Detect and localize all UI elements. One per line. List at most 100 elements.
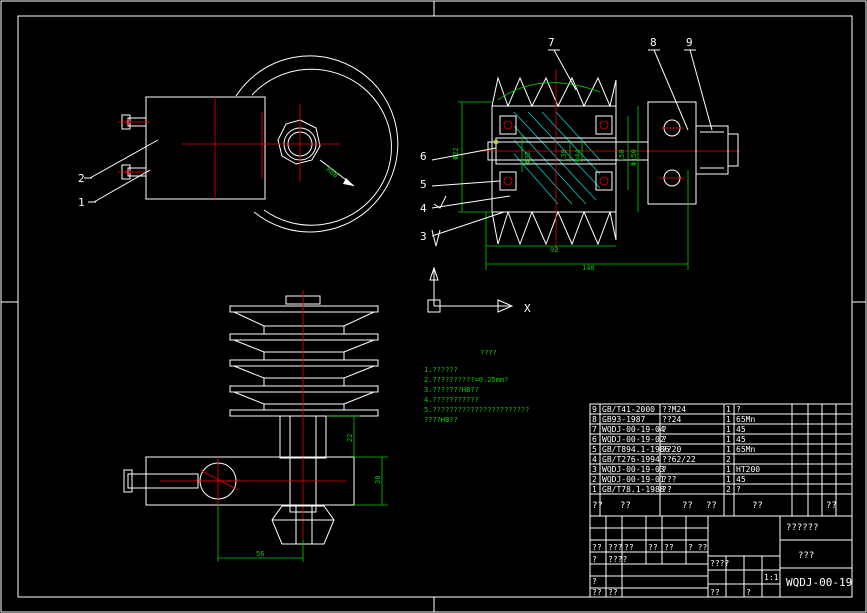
note-line-4: 4.??????????? <box>424 396 479 404</box>
bom-code: GB/T78.1-1988 <box>602 485 665 494</box>
bom-table-grid <box>589 403 853 598</box>
tb-label: ?? <box>592 588 602 597</box>
section-view <box>458 70 740 270</box>
bom-code: GB/T894.1-1986 <box>602 445 670 454</box>
balloon-9: 9 <box>686 36 693 49</box>
drawing-name: ?????? <box>786 523 819 533</box>
bom-header-code: ?? <box>620 501 631 511</box>
bom-header-qty: ?? <box>706 501 717 511</box>
bom-no: 6 <box>592 435 597 444</box>
company-name: ??? <box>798 551 814 561</box>
bom-mat: 45 <box>736 475 746 484</box>
balloon-4: 4 <box>420 202 427 215</box>
bom-header-no: ?? <box>592 501 603 511</box>
title-block-small-labels: ?? ??? ?? ?? ?? ? ?? ???? ? ???? ? ?? ??… <box>592 543 751 597</box>
tb-label: ??? <box>608 543 623 552</box>
scale: 1:1 <box>764 573 779 582</box>
dim-phi32: Φ32 <box>524 151 532 164</box>
bom-row: 8 GB93-1987 ??24 1 65Mn <box>592 415 755 424</box>
tb-label: ?? <box>608 588 618 597</box>
bom-qty: 1 <box>726 465 731 474</box>
dim-130: 130 <box>560 149 568 162</box>
drawing-number: WQDJ-00-19 <box>786 576 852 589</box>
bom-code: GB/T41-2000 <box>602 405 655 414</box>
note-line-3: 3.???????HB?? <box>424 386 479 394</box>
axis-x-label: X <box>524 302 531 315</box>
bom-code: WQDJ-00-19-01 <box>602 475 665 484</box>
tb-label: ???? <box>608 555 627 564</box>
bom-no: 5 <box>592 445 597 454</box>
balloon-5: 5 <box>420 178 427 191</box>
balloon-2: 2 <box>78 172 85 185</box>
balloon-3: 3 <box>420 230 427 243</box>
bom-qty: 2 <box>726 485 731 494</box>
balloon-8: 8 <box>650 36 657 49</box>
bom-header-mat: ?? <box>752 501 763 511</box>
bom-row: 6 WQDJ-00-19-02 ? 1 45 <box>592 435 746 444</box>
ucs-icon <box>427 266 514 313</box>
bom-no: 7 <box>592 425 597 434</box>
bom-mat: 45 <box>736 425 746 434</box>
bom-name: ? <box>662 425 667 434</box>
bom-qty: 1 <box>726 475 731 484</box>
bom-qty: 1 <box>726 435 731 444</box>
tb-label: ?? <box>592 543 602 552</box>
dim-56: 56 <box>256 550 264 558</box>
balloon-7: 7 <box>548 36 555 49</box>
bom-name: ??? <box>662 475 677 484</box>
bom-name: ??20 <box>662 445 681 454</box>
tb-label: ???? <box>710 559 729 568</box>
bom-rows: 9 GB/T41-2000 ??M24 1 ? 8 GB93-1987 ??24… <box>592 405 760 494</box>
note-line-1: 1.?????? <box>424 366 458 374</box>
tb-label: ?? <box>648 543 658 552</box>
bom-mat: 65Mn <box>736 445 755 454</box>
bom-qty: 1 <box>726 425 731 434</box>
bom-no: 2 <box>592 475 597 484</box>
bom-qty: 1 <box>726 405 731 414</box>
bom-no: 1 <box>592 485 597 494</box>
bom-name: ??M24 <box>662 405 686 414</box>
bom-row: 5 GB/T894.1-1986 ??20 1 65Mn <box>592 445 755 454</box>
dim-150: 150 <box>618 149 626 162</box>
front-view <box>123 290 388 562</box>
leaders-left <box>84 139 159 203</box>
tb-label: ? <box>592 555 597 564</box>
tb-label: ? ?? <box>688 543 707 552</box>
bom-no: 8 <box>592 415 597 424</box>
bom-row: 4 GB/T276-1994 ??62/22 2 <box>592 455 731 464</box>
leaders-right <box>431 49 713 247</box>
bom-row: 1 GB/T78.1-1988 ?? 2 ? <box>592 485 741 494</box>
note-line-6: ????HB?? <box>424 416 458 424</box>
dim-22: 22 <box>346 434 354 442</box>
bom-code: WQDJ-00-19-03 <box>602 465 665 474</box>
bom-row: 3 WQDJ-00-19-03 ? 1 HT200 <box>592 465 760 474</box>
dim-r88: R88 <box>325 165 340 179</box>
bom-mat: HT200 <box>736 465 760 474</box>
inner-frame <box>17 15 853 598</box>
bom-name: ??62/22 <box>662 455 696 464</box>
tb-label: ?? <box>624 543 634 552</box>
dim-92: 92 <box>550 246 558 254</box>
dim-140: 140 <box>582 264 595 272</box>
bom-qty: 1 <box>726 445 731 454</box>
bom-name: ??24 <box>662 415 681 424</box>
tb-label: ? <box>746 588 751 597</box>
note-line-5: 5.??????????????????????? <box>424 406 529 414</box>
bom-code: WQDJ-00-19-02 <box>602 435 665 444</box>
dim-38: 38 <box>374 476 382 484</box>
dim-phi44: Φ44 <box>574 149 582 162</box>
dim-phi22: Φ22 <box>452 147 460 160</box>
note-line-2: 2.??????????=0.25mm? <box>424 376 508 384</box>
tb-label: ? <box>592 577 597 586</box>
bom-header-name: ?? <box>682 501 693 511</box>
balloon-1: 1 <box>78 196 85 209</box>
tb-label: ?? <box>710 588 720 597</box>
bom-code: WQDJ-00-19-04 <box>602 425 665 434</box>
bom-mat: 45 <box>736 435 746 444</box>
bom-code: GB/T276-1994 <box>602 455 660 464</box>
bom-header: ?? ?? ?? ?? ?? ?? <box>592 501 837 511</box>
tb-label: ?? <box>664 543 674 552</box>
bom-no: 4 <box>592 455 597 464</box>
